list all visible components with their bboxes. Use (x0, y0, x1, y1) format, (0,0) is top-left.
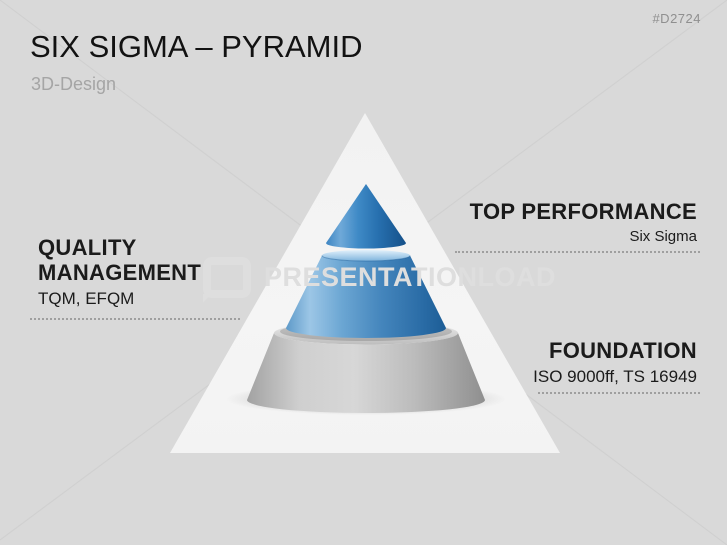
top-level-shape (326, 184, 406, 249)
slide-subtitle: 3D-Design (31, 74, 117, 94)
quality-management-heading: QUALITY MANAGEMENT (38, 235, 202, 285)
quality-management-subtext: TQM, EFQM (38, 288, 135, 308)
slide-title: SIX SIGMA – PYRAMID (30, 29, 363, 64)
top-performance-subtext: Six Sigma (629, 227, 697, 245)
label-foundation: FOUNDATION ISO 9000ff, TS 16949 (417, 338, 697, 387)
top-performance-heading: TOP PERFORMANCE (469, 199, 697, 224)
foundation-heading: FOUNDATION (548, 338, 697, 363)
dotted-divider-bottom-right (538, 392, 700, 394)
quality-level-shape (286, 250, 446, 338)
label-quality-management: QUALITY MANAGEMENT TQM, EFQM (38, 235, 238, 308)
dotted-divider-left (30, 318, 240, 320)
dotted-divider-top-right (455, 251, 700, 253)
label-top-performance: TOP PERFORMANCE Six Sigma (417, 199, 697, 245)
template-id-tag: #D2724 (652, 11, 701, 26)
foundation-subtext: ISO 9000ff, TS 16949 (533, 366, 697, 386)
pyramid-3d-graphic (226, 184, 506, 415)
